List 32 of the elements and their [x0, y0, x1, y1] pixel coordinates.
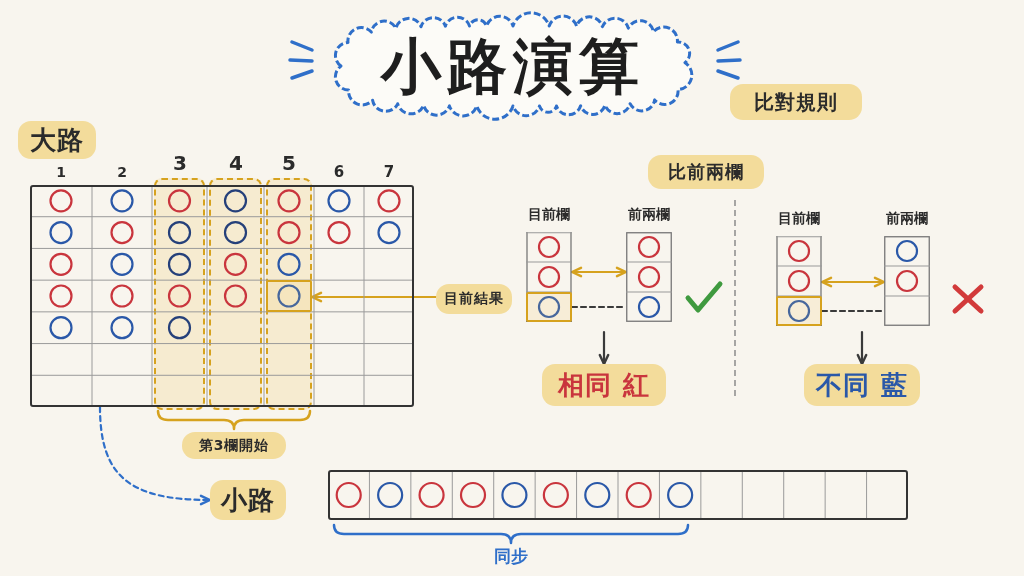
result-tag: 相同 紅	[542, 364, 666, 406]
column-number: 5	[282, 151, 296, 175]
result-tag: 不同 藍	[804, 364, 920, 406]
highlight-frame	[266, 280, 312, 312]
highlight-frame	[776, 296, 822, 326]
brace-caption: 同步	[494, 544, 528, 568]
section-tag: 比前兩欄	[648, 155, 764, 189]
column-heading: 目前欄	[778, 210, 820, 228]
arrow	[310, 291, 438, 303]
section-tag: 大路	[18, 121, 96, 159]
column-number: 7	[383, 163, 395, 181]
big-road-grid	[30, 185, 414, 407]
column-heading: 前兩欄	[628, 206, 670, 224]
title: 小路演算	[381, 33, 645, 99]
highlight-frame	[526, 292, 572, 322]
brace-tag: 第3欄開始	[182, 432, 286, 459]
column-heading: 前兩欄	[886, 210, 928, 228]
column-number: 4	[229, 151, 243, 175]
double-arrow	[820, 276, 886, 288]
callout-tag: 目前結果	[436, 284, 512, 314]
column-number: 1	[56, 164, 66, 180]
small-road-strip	[328, 470, 908, 520]
section-tag: 比對規則	[730, 84, 862, 120]
double-arrow	[570, 266, 628, 278]
curved-arrow	[98, 405, 212, 506]
section-tag: 小路	[210, 480, 286, 520]
column-number: 6	[333, 163, 345, 181]
column-number: 3	[173, 151, 187, 175]
arrow	[856, 330, 868, 366]
column-heading: 目前欄	[528, 206, 570, 224]
arrow	[598, 330, 610, 366]
column-number: 2	[117, 164, 127, 180]
